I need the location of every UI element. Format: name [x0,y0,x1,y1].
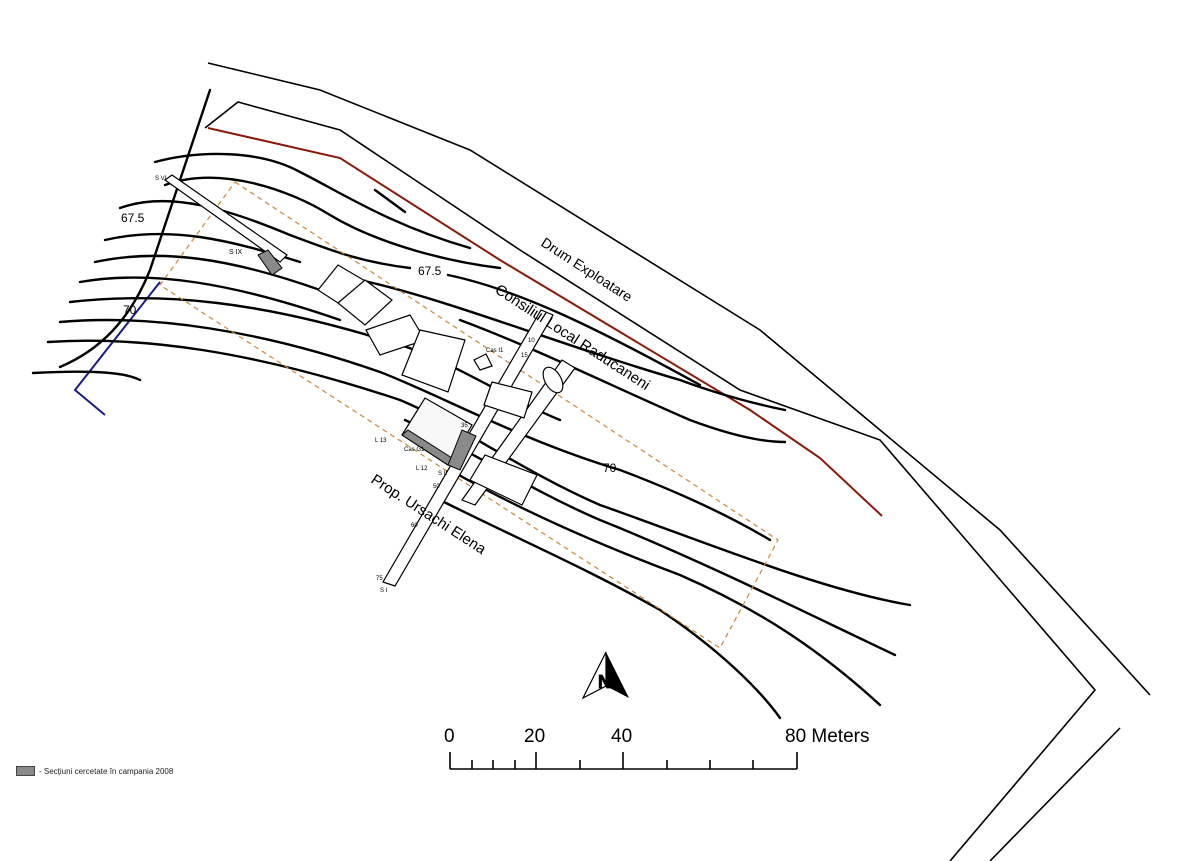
depth-mark: 35 [461,423,468,429]
road-drum-exploatare [204,62,1151,861]
depth-mark: 15 [521,353,528,359]
trench-label: S VI [155,176,167,182]
depth-mark: 75 [376,576,383,582]
stream-line [73,281,161,416]
legend-swatch-sections-2008 [16,766,35,776]
road-label: Drum Exploatare [538,234,635,305]
scale-bar: 0 20 40 80 Meters [444,726,869,770]
legend: - Secțiuni cercetate în campania 2008 [16,766,173,776]
trenches [163,174,576,587]
trench-label: S II [438,471,447,477]
north-arrow: N [581,651,629,700]
north-label: N [598,672,611,692]
contour-label: 70 [603,461,617,475]
depth-mark: 60 [411,523,418,529]
site-boundary [159,181,779,649]
trench-label: S IX [229,249,243,256]
contour-label: 67.5 [121,211,145,225]
legend-label: - Secțiuni cercetate în campania 2008 [39,766,174,776]
feature-label: L 12 [416,466,428,472]
scale-tick-label: 0 [444,726,455,747]
trench-label: S I [380,588,388,594]
feature-label: Cas G1 [404,447,425,453]
contour-label: 70 [123,303,137,317]
scale-tick-label: 80 Meters [785,726,869,747]
depth-mark: 50 [433,484,440,490]
contour-label: 67.5 [418,264,442,278]
scale-tick-label: 40 [611,726,632,747]
trench-s-vi [163,174,288,263]
depth-mark: 10 [528,338,535,344]
feature-label: L 13 [375,438,387,444]
scale-tick-label: 20 [524,726,545,747]
trench-s-ix [257,249,283,276]
road-edge-line [207,127,883,517]
feature-label: Cas I1 [486,348,504,354]
